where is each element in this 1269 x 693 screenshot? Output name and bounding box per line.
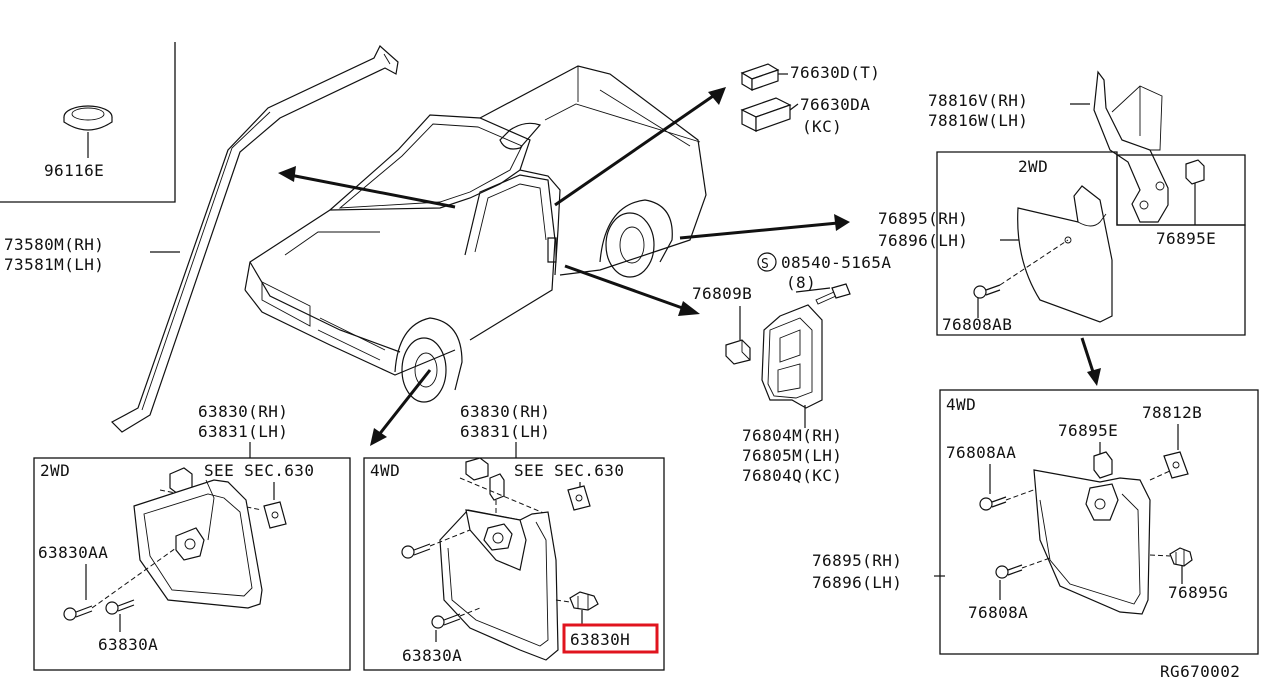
rear-2wd-panel: 2WD 76895(RH) 76896(LH) 76895E 76808AB <box>878 151 1246 336</box>
front-2wd-bracket-part <box>263 501 287 529</box>
garnish-rh-callout: 76804M(RH) <box>742 426 842 445</box>
front-2wd-bolt-aa-part <box>63 605 93 621</box>
front-wheel <box>394 317 463 403</box>
diagram-id: RG670002 <box>1160 662 1240 681</box>
rear-2wd-subframe <box>1116 154 1246 226</box>
front-4wd-see-sec: SEE SEC.630 <box>514 461 624 480</box>
rear-2wd-nut: 76895E <box>1156 229 1216 248</box>
front-4wd-nut-part <box>465 457 489 481</box>
screw-callout: 08540-5165A <box>781 253 891 272</box>
bracket-rh-callout: 78816V(RH) <box>928 91 1028 110</box>
garnish-part <box>761 304 823 409</box>
rear-4wd-bracket-part <box>1163 451 1189 479</box>
front-4wd-bolt-upper-part <box>401 543 431 559</box>
rear-4wd-bolt-aa: 76808AA <box>946 443 1016 462</box>
garnish-kc-callout: 76804Q(KC) <box>742 466 842 485</box>
front-4wd-bolt-a: 63830A <box>402 646 462 665</box>
rear-2wd-bolt: 76808AB <box>942 315 1012 334</box>
front-4wd-bolt-lower-part <box>431 613 461 629</box>
rear-4wd-bolt-aa-part <box>979 496 1007 511</box>
molding-lh-callout: 73581M(LH) <box>4 255 104 274</box>
rear-2wd-flap-part <box>1017 185 1113 323</box>
rear-4wd-bracket: 78812B <box>1142 403 1202 422</box>
front-2wd-flap-rh: 63830(RH) <box>198 402 288 421</box>
screw-symbol-circle <box>757 252 777 272</box>
rear-4wd-bolt-a-part <box>995 564 1023 579</box>
emblem-t-part <box>740 63 780 92</box>
front-4wd-flap-lh: 63831(LH) <box>460 422 550 441</box>
plug-inset: 96116E <box>0 42 176 203</box>
bracket-lh-callout: 78816W(LH) <box>928 111 1028 130</box>
front-2wd-flap-part <box>133 479 263 609</box>
rear-4wd-flap-part <box>1033 469 1151 615</box>
plug-inset-frame <box>0 42 176 203</box>
rear-4wd-flap-lh: 76896(LH) <box>812 573 902 592</box>
rear-4wd-nut: 76895E <box>1058 421 1118 440</box>
rear-2wd-bolt-part <box>973 284 1001 299</box>
rear-4wd-flap-rh: 76895(RH) <box>812 551 902 570</box>
plug-callout: 96116E <box>44 161 104 180</box>
front-4wd-clip-highlighted: 63830H <box>570 630 630 649</box>
front-4wd-stud-part <box>489 473 505 501</box>
front-2wd-title: 2WD <box>40 461 70 480</box>
rear-4wd-frame <box>939 389 1259 655</box>
emblem-da-callout: 76630DA <box>800 95 870 114</box>
front-4wd-title: 4WD <box>370 461 400 480</box>
front-2wd-panel: 2WD 63830(RH) 63831(LH) SEE SEC.630 6383… <box>33 402 351 671</box>
emblem-da-leader <box>789 103 799 111</box>
front-2wd-frame <box>33 457 351 671</box>
front-4wd-clip-part <box>569 591 599 611</box>
molding-rh-callout: 73580M(RH) <box>4 235 104 254</box>
plug-part <box>63 105 113 131</box>
screw-qty-callout: (8) <box>786 273 816 292</box>
rear-wheel <box>599 199 673 278</box>
rear-4wd-panel: 4WD 78812B 76895E 76808AA 76895(RH) 7689… <box>812 389 1259 655</box>
rear-2wd-flap-lh: 76896(LH) <box>878 231 968 250</box>
emblem-kc-callout: (KC) <box>802 117 842 136</box>
arrows <box>278 87 1101 446</box>
screw-callout-group: S 08540-5165A (8) <box>757 252 891 293</box>
front-4wd-flap-rh: 63830(RH) <box>460 402 550 421</box>
screw-symbol: S <box>761 257 769 272</box>
molding-strip: 73580M(RH) 73581M(LH) <box>4 45 399 433</box>
rear-4wd-bolt-a: 76808A <box>968 603 1028 622</box>
front-4wd-flap-part <box>439 509 559 661</box>
screw-part <box>815 283 851 305</box>
highlight-box <box>562 623 659 654</box>
rear-2wd-title: 2WD <box>1018 157 1048 176</box>
rear-4wd-clip-part <box>1169 547 1193 567</box>
front-2wd-see-sec: SEE SEC.630 <box>204 461 314 480</box>
rear-2wd-flap-rh: 76895(RH) <box>878 209 968 228</box>
bracket-part <box>1093 70 1169 223</box>
front-2wd-flap-lh: 63831(LH) <box>198 422 288 441</box>
front-4wd-panel: 4WD 63830(RH) 63831(LH) SEE SEC.630 <box>363 402 665 671</box>
rear-2wd-nut-part <box>1185 159 1205 185</box>
spare-tire <box>499 122 542 150</box>
clip-part <box>725 339 751 365</box>
emblem-da-part <box>740 97 792 132</box>
rear-4wd-title: 4WD <box>946 395 976 414</box>
garnish-lh-callout: 76805M(LH) <box>742 446 842 465</box>
front-2wd-bolt-aa: 63830AA <box>38 543 108 562</box>
rear-4wd-nut-part <box>1093 451 1113 479</box>
front-2wd-bolt-a: 63830A <box>98 635 158 654</box>
front-4wd-bracket-part <box>567 485 591 511</box>
rear-4wd-clip: 76895G <box>1168 583 1228 602</box>
front-4wd-frame <box>363 457 665 671</box>
front-2wd-bolt-a-part <box>105 599 135 615</box>
emblem-t-callout: 76630D(T) <box>790 63 880 82</box>
clip-callout: 76809B <box>692 284 752 303</box>
truck-illustration <box>244 65 707 403</box>
